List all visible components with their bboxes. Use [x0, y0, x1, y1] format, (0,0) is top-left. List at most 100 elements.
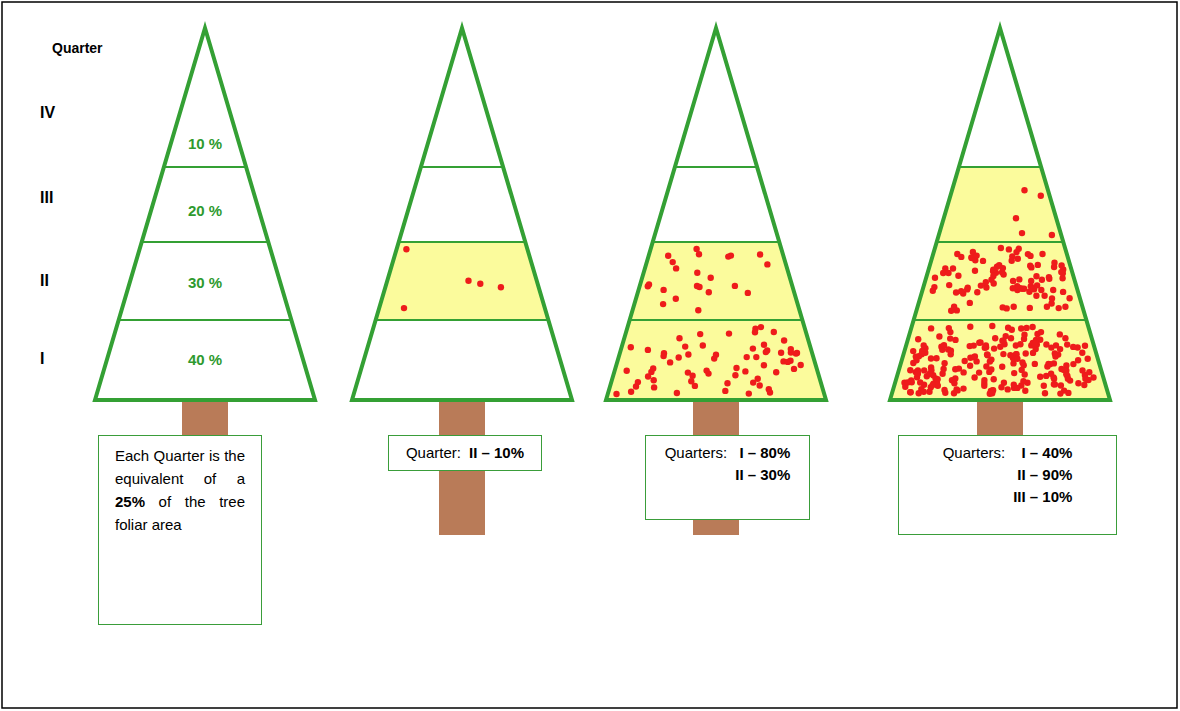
damage-dot — [1014, 356, 1020, 362]
damage-dot — [997, 344, 1003, 350]
damage-dot — [983, 342, 989, 348]
damage-dot — [755, 376, 761, 382]
damage-dot — [1048, 344, 1054, 350]
damage-dot — [646, 281, 652, 287]
damage-dot — [1086, 369, 1092, 375]
damage-dot — [931, 284, 937, 290]
damage-dot — [667, 359, 673, 365]
damage-dot — [990, 267, 996, 273]
damage-dot — [946, 282, 952, 288]
damage-dot — [1063, 371, 1069, 377]
damage-dot — [651, 377, 657, 383]
quarter-number: II — [40, 271, 49, 290]
affected-band — [630, 242, 803, 320]
damage-dot — [967, 363, 973, 369]
damage-dot — [676, 335, 682, 341]
damage-dot — [1082, 376, 1088, 382]
damage-dot — [1047, 361, 1053, 367]
damage-dot — [1029, 324, 1035, 330]
caption-heading: Quarters: — [943, 442, 1006, 464]
damage-dot — [929, 382, 935, 388]
damage-dot — [1023, 325, 1029, 331]
damage-dot — [907, 367, 913, 373]
damage-dot — [645, 373, 651, 379]
damage-dot — [971, 374, 977, 380]
caption-values: II – 10% — [469, 442, 524, 464]
tree — [606, 28, 826, 535]
quarter-share: 20 % — [188, 202, 222, 220]
damage-dot — [988, 366, 994, 372]
damage-dot — [954, 251, 960, 257]
damage-dot — [904, 379, 910, 385]
damage-dot — [1046, 274, 1052, 280]
damage-dot — [753, 354, 759, 360]
damage-dot — [1018, 325, 1024, 331]
damage-dot — [726, 330, 732, 336]
damage-dot — [1013, 342, 1019, 348]
quarter-divider — [675, 166, 757, 168]
damage-dot — [1038, 193, 1044, 199]
damage-dot — [767, 389, 773, 395]
damage-dot — [1065, 390, 1071, 396]
damage-dot — [628, 389, 634, 395]
damage-dot — [1057, 331, 1063, 337]
damage-dot — [1050, 374, 1056, 380]
damage-dot — [952, 375, 958, 381]
tree-crown-outline — [606, 28, 826, 400]
damage-dot — [992, 335, 998, 341]
damage-dot — [1041, 383, 1047, 389]
damage-dot — [1035, 262, 1041, 268]
damage-dot — [757, 251, 763, 257]
tree-crown-outline — [95, 28, 315, 400]
damage-dot — [771, 329, 777, 335]
damage-dot — [761, 342, 767, 348]
damage-dot — [722, 388, 728, 394]
quarter-number: III — [40, 188, 53, 207]
damage-dot — [1005, 386, 1011, 392]
quarter-divider — [653, 241, 780, 243]
damage-dot — [733, 365, 739, 371]
damage-dot — [1010, 285, 1016, 291]
damage-dot — [936, 333, 942, 339]
damage-dot — [971, 342, 977, 348]
damage-dot — [1021, 187, 1027, 193]
damage-dot — [732, 372, 738, 378]
damage-dot — [665, 253, 671, 259]
damage-dot — [750, 345, 756, 351]
quarter-value: II – 30% — [735, 464, 790, 486]
damage-dot — [1062, 304, 1068, 310]
damage-dot — [1079, 367, 1085, 373]
damage-dot — [910, 360, 916, 366]
damage-dot — [628, 344, 634, 350]
quarter-divider — [959, 166, 1041, 168]
damage-dot — [990, 273, 996, 279]
damage-dot — [987, 358, 993, 364]
damage-dot — [613, 391, 619, 397]
damage-dot — [787, 358, 793, 364]
quarter-divider — [630, 319, 803, 321]
damage-dot — [1060, 289, 1066, 295]
damage-dot — [921, 389, 927, 395]
damage-dot — [1022, 388, 1028, 394]
damage-dot — [650, 365, 656, 371]
damage-dot — [1033, 273, 1039, 279]
damage-dot — [932, 275, 938, 281]
damage-dot — [673, 296, 679, 302]
damage-dot — [700, 342, 706, 348]
damage-dot — [778, 350, 784, 356]
tree — [95, 28, 315, 535]
quarter-divider — [937, 241, 1064, 243]
damage-dot — [981, 377, 987, 383]
damage-dot — [984, 351, 990, 357]
damage-dot — [1022, 350, 1028, 356]
quarter-divider — [119, 319, 292, 321]
quarter-divider — [399, 241, 526, 243]
quarter-divider — [914, 319, 1087, 321]
quarter-value: II – 10% — [469, 442, 524, 464]
damage-dot — [1000, 351, 1006, 357]
damage-dot — [477, 281, 483, 287]
caption-box: Quarter:II – 10% — [388, 435, 542, 471]
caption-heading: Quarters: — [665, 442, 728, 464]
damage-dot — [660, 287, 666, 293]
